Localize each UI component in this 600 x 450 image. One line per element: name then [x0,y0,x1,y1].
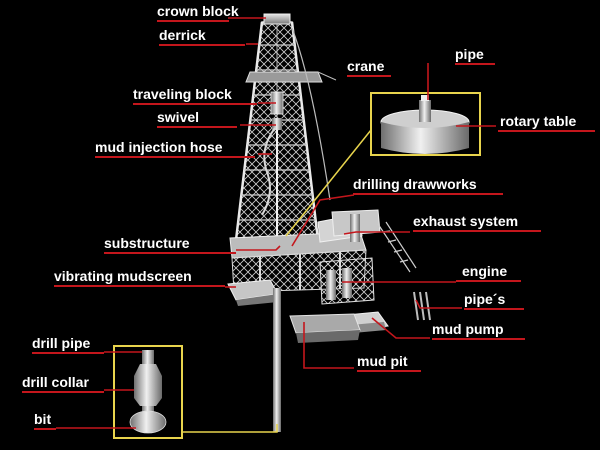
drill-string-inset [113,345,183,439]
label-crane: crane [347,58,385,74]
label-drill-pipe: drill pipe [32,335,91,351]
label-substructure: substructure [104,235,190,251]
label-derrick: derrick [159,27,206,43]
label-mud-pump: mud pump [432,321,504,337]
label-exhaust-system: exhaust system [413,213,519,229]
crane-cable [291,27,331,201]
inset-pointer-lines [182,129,372,433]
drawworks-house [317,209,381,243]
swivel-shape [272,118,282,130]
label-traveling-block: traveling block [133,86,232,102]
mud-pit-shape [289,313,361,343]
label-pipes: pipe´s [464,291,506,307]
rotary-table-inset [370,92,481,156]
label-drill-collar: drill collar [22,374,89,390]
label-pipe: pipe [455,46,484,62]
label-crown-block: crown block [157,3,239,19]
label-swivel: swivel [157,109,200,125]
crown-block-shape [263,13,291,25]
derrick-tower [234,21,337,241]
mud-hose-shape [261,127,276,216]
leader-lines [56,17,496,429]
label-rotary-table: rotary table [500,113,577,129]
engine-shape [319,257,375,305]
label-underlines [22,20,595,430]
label-vibrating-mudscreen: vibrating mudscreen [54,268,192,284]
label-mud-pit: mud pit [357,353,408,369]
label-drilling-drawworks: drilling drawworks [353,176,477,192]
well-bore-pipe [273,288,281,432]
label-bit: bit [34,411,52,427]
label-engine: engine [462,263,508,279]
pipe-rack-shape [413,291,431,321]
label-mud-injection-hose: mud injection hose [95,139,223,155]
mudscreen-shape [227,279,279,306]
stairway [377,221,417,273]
